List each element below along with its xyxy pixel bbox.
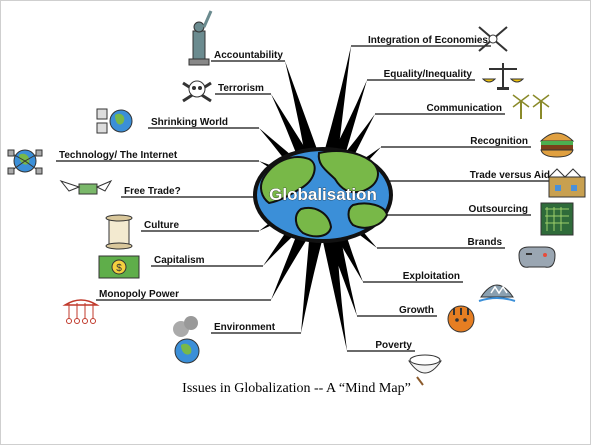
skull-crossbones-icon	[182, 80, 212, 103]
branch-label: Technology/ The Internet	[59, 150, 178, 161]
polluted-earth-icon	[173, 316, 200, 364]
network-globe-icon	[7, 149, 43, 175]
branch-label: Shrinking World	[151, 117, 228, 128]
circuit-board-icon	[540, 202, 574, 236]
branch-label: Equality/Inequality	[384, 69, 473, 80]
branch-label: Terrorism	[218, 83, 264, 94]
computer-globe-icon	[96, 108, 133, 134]
statue-of-liberty-icon	[188, 10, 213, 66]
game-controller-icon	[518, 246, 556, 268]
globe-land-north	[317, 150, 379, 194]
globe-land-east	[347, 202, 389, 229]
branch-label: Exploitation	[403, 271, 460, 282]
branch-label: Recognition	[470, 136, 528, 147]
globe-land-south	[295, 207, 333, 238]
branch-label: Monopoly Power	[99, 289, 179, 300]
hamburger-icon	[539, 132, 575, 158]
branch-lines	[56, 45, 553, 352]
winged-money-icon	[59, 179, 113, 195]
scroll-icon	[105, 214, 133, 250]
globe-icon: Globalisation	[253, 147, 393, 243]
balance-scale-icon	[481, 63, 525, 90]
branch-label: Environment	[214, 322, 276, 333]
branch-label: Growth	[399, 305, 434, 316]
center-label: Globalisation	[269, 185, 377, 204]
wind-turbines-icon	[512, 94, 550, 119]
branch-label: Poverty	[375, 340, 412, 351]
branch-label: Culture	[144, 220, 179, 231]
svg-text:$: $	[116, 263, 122, 274]
branch-label: Outsourcing	[469, 204, 528, 215]
branch-label: Integration of Economies	[368, 35, 488, 46]
branch-label: Communication	[426, 103, 502, 114]
dollar-bill-icon: $	[98, 255, 140, 279]
branch-spike	[285, 61, 324, 171]
factory-icon	[548, 168, 586, 198]
puppet-strings-icon	[62, 299, 100, 324]
branch-label: Trade versus Aid	[470, 170, 550, 181]
branch-label: Capitalism	[154, 255, 205, 266]
globe-land-west	[260, 156, 316, 205]
network-node-icon	[478, 26, 508, 52]
branch-icons: $	[7, 10, 586, 386]
branch-spike	[319, 224, 347, 351]
tiger-icon	[447, 305, 475, 333]
rice-bowl-icon	[408, 354, 442, 386]
branch-label: Accountability	[214, 50, 283, 61]
branch-label: Free Trade?	[124, 186, 181, 197]
branch-label: Brands	[468, 237, 503, 248]
slide-caption: Issues in Globalization -- A “Mind Map”	[182, 381, 411, 396]
shark-icon	[478, 284, 516, 302]
